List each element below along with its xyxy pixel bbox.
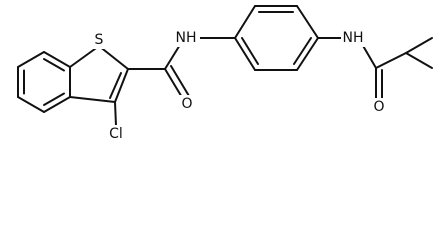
amide-nh-right-label: NH xyxy=(343,30,364,46)
chemical-structure: S Cl NH O NH O xyxy=(17,5,433,143)
bond xyxy=(69,96,116,103)
bond xyxy=(405,52,433,69)
bond xyxy=(296,37,319,71)
bond xyxy=(43,96,71,113)
bond xyxy=(109,72,122,99)
amide-nh-left-label: NH xyxy=(176,30,197,46)
bond xyxy=(293,37,312,65)
carbonyl-oxygen-left-label: O xyxy=(181,96,192,112)
atom-label-layer: S Cl NH O NH O xyxy=(91,29,387,143)
bond-layer xyxy=(17,5,433,127)
bond xyxy=(296,5,319,39)
bond xyxy=(69,45,100,68)
bond xyxy=(234,5,256,39)
bond xyxy=(361,43,377,69)
bond xyxy=(43,51,71,68)
bond xyxy=(98,45,129,70)
bond xyxy=(164,68,184,100)
bond xyxy=(17,51,45,68)
bond xyxy=(234,37,256,71)
bond xyxy=(114,68,129,103)
carbonyl-oxygen-right-label: O xyxy=(373,99,384,115)
chlorine-atom-label: Cl xyxy=(109,126,123,142)
bond xyxy=(43,92,65,106)
bond xyxy=(375,52,407,69)
bond xyxy=(170,65,190,97)
bond xyxy=(241,37,259,65)
sulfur-atom-label: S xyxy=(95,32,104,48)
bond xyxy=(17,96,45,113)
bond xyxy=(43,58,65,72)
bond xyxy=(114,101,117,127)
bond xyxy=(405,37,433,54)
